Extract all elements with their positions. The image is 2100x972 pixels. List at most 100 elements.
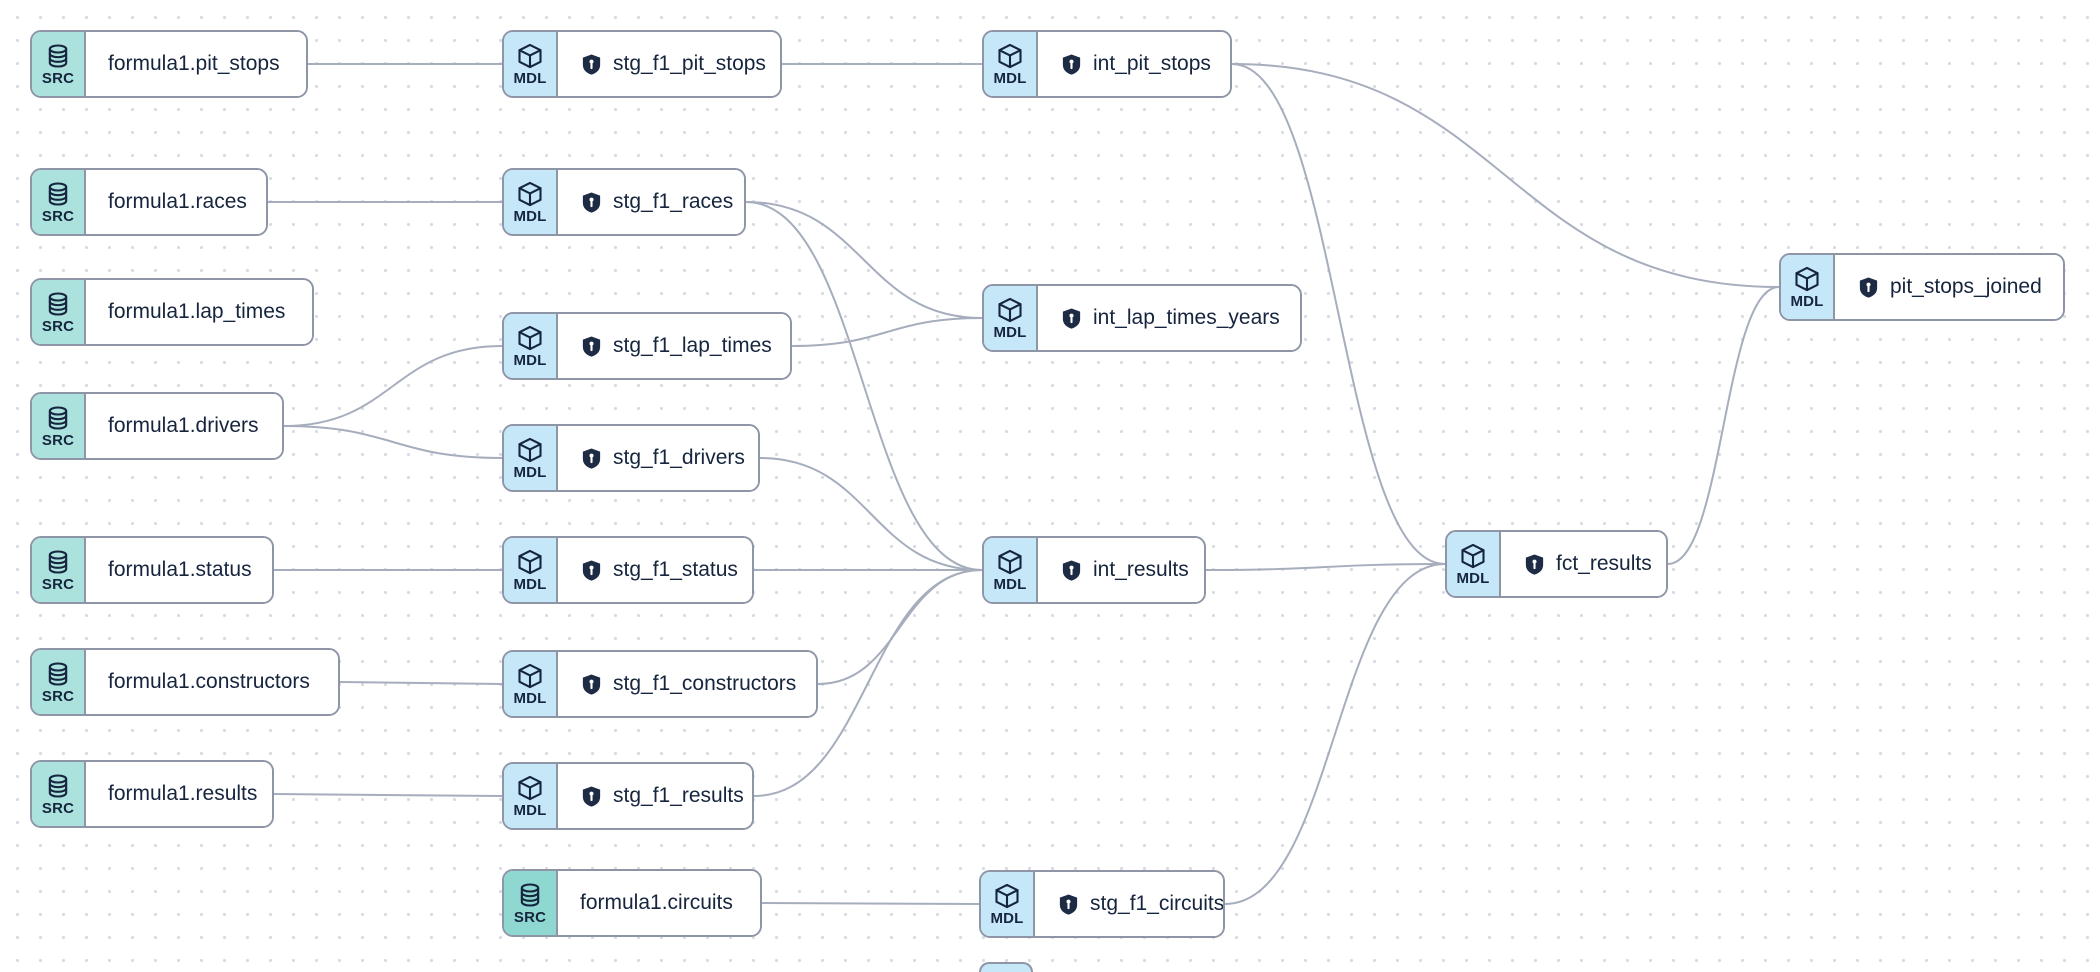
node-stg-f1-circuits[interactable]: MDL stg_f1_circuits bbox=[979, 870, 1225, 938]
node-type-label: MDL bbox=[513, 690, 547, 707]
node-label-section: stg_f1_circuits bbox=[1035, 872, 1223, 936]
node-type-label: MDL bbox=[513, 208, 547, 225]
node-int-results[interactable]: MDL int_results bbox=[982, 536, 1206, 604]
node-type-label: MDL bbox=[1456, 570, 1490, 587]
shield-badge bbox=[1060, 559, 1083, 582]
database-icon bbox=[48, 182, 68, 206]
node-stg-f1-races[interactable]: MDL stg_f1_races bbox=[502, 168, 746, 236]
node-type-label: SRC bbox=[41, 800, 75, 817]
node-label-section: formula1.lap_times bbox=[86, 280, 312, 344]
source-icon-section: SRC bbox=[32, 394, 86, 458]
access-shield-icon bbox=[582, 673, 601, 695]
model-icon-section: MDL bbox=[984, 32, 1038, 96]
shield-badge bbox=[580, 559, 603, 582]
model-icon-section: MDL bbox=[504, 170, 558, 234]
model-cube-icon bbox=[518, 437, 542, 463]
edge-stg_races-to-int_results bbox=[745, 201, 983, 571]
database-icon bbox=[48, 550, 68, 574]
source-icon-section: SRC bbox=[504, 871, 558, 935]
edge-fct_results-to-pit_stops_joined bbox=[1667, 286, 1780, 565]
node-type-label: MDL bbox=[513, 464, 547, 481]
node-stg-f1-constructors[interactable]: MDL stg_f1_constructors bbox=[502, 650, 818, 718]
shield-badge bbox=[580, 447, 603, 470]
node-formula1-races[interactable]: SRC formula1.races bbox=[30, 168, 268, 236]
edge-src_drivers-to-stg_drivers bbox=[283, 425, 503, 459]
node-label: stg_f1_status bbox=[613, 558, 738, 581]
model-icon-section: MDL bbox=[984, 538, 1038, 602]
node-stg-f1-results[interactable]: MDL stg_f1_results bbox=[502, 762, 754, 830]
node-label-section: int_lap_times_years bbox=[1038, 286, 1300, 350]
node-label: pit_stops_joined bbox=[1890, 275, 2042, 298]
node-formula1-lap-times[interactable]: SRC formula1.lap_times bbox=[30, 278, 314, 346]
model-cube-icon bbox=[518, 775, 542, 801]
node-type-label: MDL bbox=[993, 324, 1027, 341]
node-label-section: formula1.constructors bbox=[86, 650, 338, 714]
shield-badge bbox=[580, 673, 603, 696]
node-label: formula1.results bbox=[108, 782, 258, 805]
partial-node-bottom[interactable] bbox=[979, 962, 1033, 972]
shield-badge bbox=[1857, 276, 1880, 299]
node-label-section: pit_stops_joined bbox=[1835, 255, 2063, 319]
node-type-label: MDL bbox=[993, 576, 1027, 593]
edge-src_results-to-stg_results bbox=[273, 793, 503, 797]
database-icon bbox=[520, 883, 540, 907]
node-type-label: SRC bbox=[41, 70, 75, 87]
node-fct-results[interactable]: MDL fct_results bbox=[1445, 530, 1668, 598]
node-formula1-results[interactable]: SRC formula1.results bbox=[30, 760, 274, 828]
shield-badge bbox=[580, 191, 603, 214]
node-label-section: stg_f1_constructors bbox=[558, 652, 816, 716]
edge-src_circuits-to-stg_circuits bbox=[761, 902, 980, 905]
shield-badge bbox=[580, 53, 603, 76]
node-stg-f1-lap-times[interactable]: MDL stg_f1_lap_times bbox=[502, 312, 792, 380]
node-type-label: SRC bbox=[41, 318, 75, 335]
database-icon bbox=[48, 292, 68, 316]
node-label-section: stg_f1_pit_stops bbox=[558, 32, 780, 96]
node-formula1-status[interactable]: SRC formula1.status bbox=[30, 536, 274, 604]
source-icon-section: SRC bbox=[32, 538, 86, 602]
model-cube-icon bbox=[998, 43, 1022, 69]
model-cube-icon bbox=[518, 181, 542, 207]
model-icon-section: MDL bbox=[1447, 532, 1501, 596]
model-icon-section: MDL bbox=[504, 764, 558, 828]
shield-badge bbox=[1060, 307, 1083, 330]
node-formula1-circuits[interactable]: SRC formula1.circuits bbox=[502, 869, 762, 937]
access-shield-icon bbox=[582, 335, 601, 357]
node-label: fct_results bbox=[1556, 552, 1652, 575]
edge-stg_results-to-int_results bbox=[753, 569, 983, 797]
node-label-section: formula1.circuits bbox=[558, 871, 760, 935]
model-cube-icon bbox=[1461, 543, 1485, 569]
shield-badge bbox=[1060, 53, 1083, 76]
access-shield-icon bbox=[582, 53, 601, 75]
database-icon bbox=[48, 44, 68, 68]
node-type-label: MDL bbox=[513, 70, 547, 87]
node-stg-f1-drivers[interactable]: MDL stg_f1_drivers bbox=[502, 424, 760, 492]
node-type-label: SRC bbox=[513, 909, 547, 926]
node-stg-f1-status[interactable]: MDL stg_f1_status bbox=[502, 536, 754, 604]
node-label: stg_f1_pit_stops bbox=[613, 52, 766, 75]
node-int-pit-stops[interactable]: MDL int_pit_stops bbox=[982, 30, 1232, 98]
model-icon-section: MDL bbox=[504, 32, 558, 96]
source-icon-section: SRC bbox=[32, 32, 86, 96]
source-icon-section: SRC bbox=[32, 650, 86, 714]
model-icon-section: MDL bbox=[504, 426, 558, 490]
model-cube-icon bbox=[518, 663, 542, 689]
edge-src_constructors-to-stg_constructors bbox=[339, 681, 503, 685]
node-type-label: SRC bbox=[41, 432, 75, 449]
node-label: formula1.status bbox=[108, 558, 252, 581]
node-stg-f1-pit-stops[interactable]: MDL stg_f1_pit_stops bbox=[502, 30, 782, 98]
node-pit-stops-joined[interactable]: MDL pit_stops_joined bbox=[1779, 253, 2065, 321]
source-icon-section: SRC bbox=[32, 170, 86, 234]
node-label: formula1.races bbox=[108, 190, 247, 213]
model-icon-section: MDL bbox=[504, 538, 558, 602]
node-label-section: stg_f1_drivers bbox=[558, 426, 758, 490]
node-label-section: stg_f1_results bbox=[558, 764, 752, 828]
model-cube-icon bbox=[518, 43, 542, 69]
shield-badge bbox=[580, 785, 603, 808]
node-label-section: formula1.status bbox=[86, 538, 272, 602]
node-int-lap-times-years[interactable]: MDL int_lap_times_years bbox=[982, 284, 1302, 352]
